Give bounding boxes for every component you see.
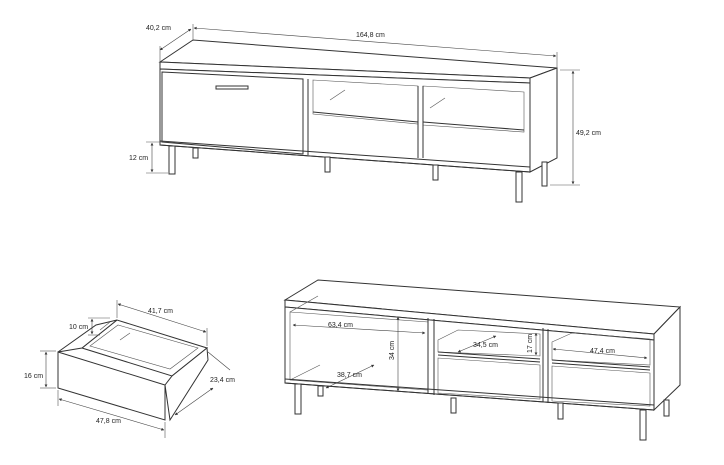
right-shelf-width-label: 47,4 cm [590,348,615,355]
middle-shelf-width-label: 34,5 cm [473,342,498,349]
drawer-depth-label: 23,4 cm [210,377,235,384]
tv-cabinet-open-view: 63,4 cm 34 cm 38,7 cm 34,5 cm 17 cm 47,4… [283,279,682,441]
leg [450,397,457,414]
drawer-front-width-label: 47,8 cm [96,418,121,425]
leg [294,383,302,415]
left-compartment-depth-label: 38,7 cm [337,372,362,379]
door-panel [161,71,304,155]
middle-shelf-height-label: 17 cm [527,334,534,353]
leg [663,399,670,417]
leg [192,147,199,159]
tv-cabinet-closed-view: 40,2 cm 164,8 cm 49,2 cm 12 cm [129,24,601,203]
left-compartment-width-label: 63,4 cm [328,322,353,329]
leg [317,385,324,397]
depth-dimension-label: 40,2 cm [146,25,171,32]
leg [324,156,331,173]
height-dimension-label: 49,2 cm [576,130,601,137]
drawer-inner-height-label: 10 cm [69,324,88,331]
width-dimension-label: 164,8 cm [356,32,385,39]
drawer-front-height-label: 16 cm [24,373,43,380]
drawer-view: 41,7 cm 10 cm 16 cm 23,4 cm 47,8 cm [24,300,235,438]
leg [515,171,523,203]
left-compartment-height-label: 34 cm [389,341,396,360]
drawer-inner-width-label: 41,7 cm [148,308,173,315]
leg [432,164,439,181]
leg-height-dimension-label: 12 cm [129,155,148,162]
leg [168,145,176,175]
leg [541,161,548,187]
leg [557,402,564,420]
leg [639,409,647,441]
door-handle [215,85,249,90]
